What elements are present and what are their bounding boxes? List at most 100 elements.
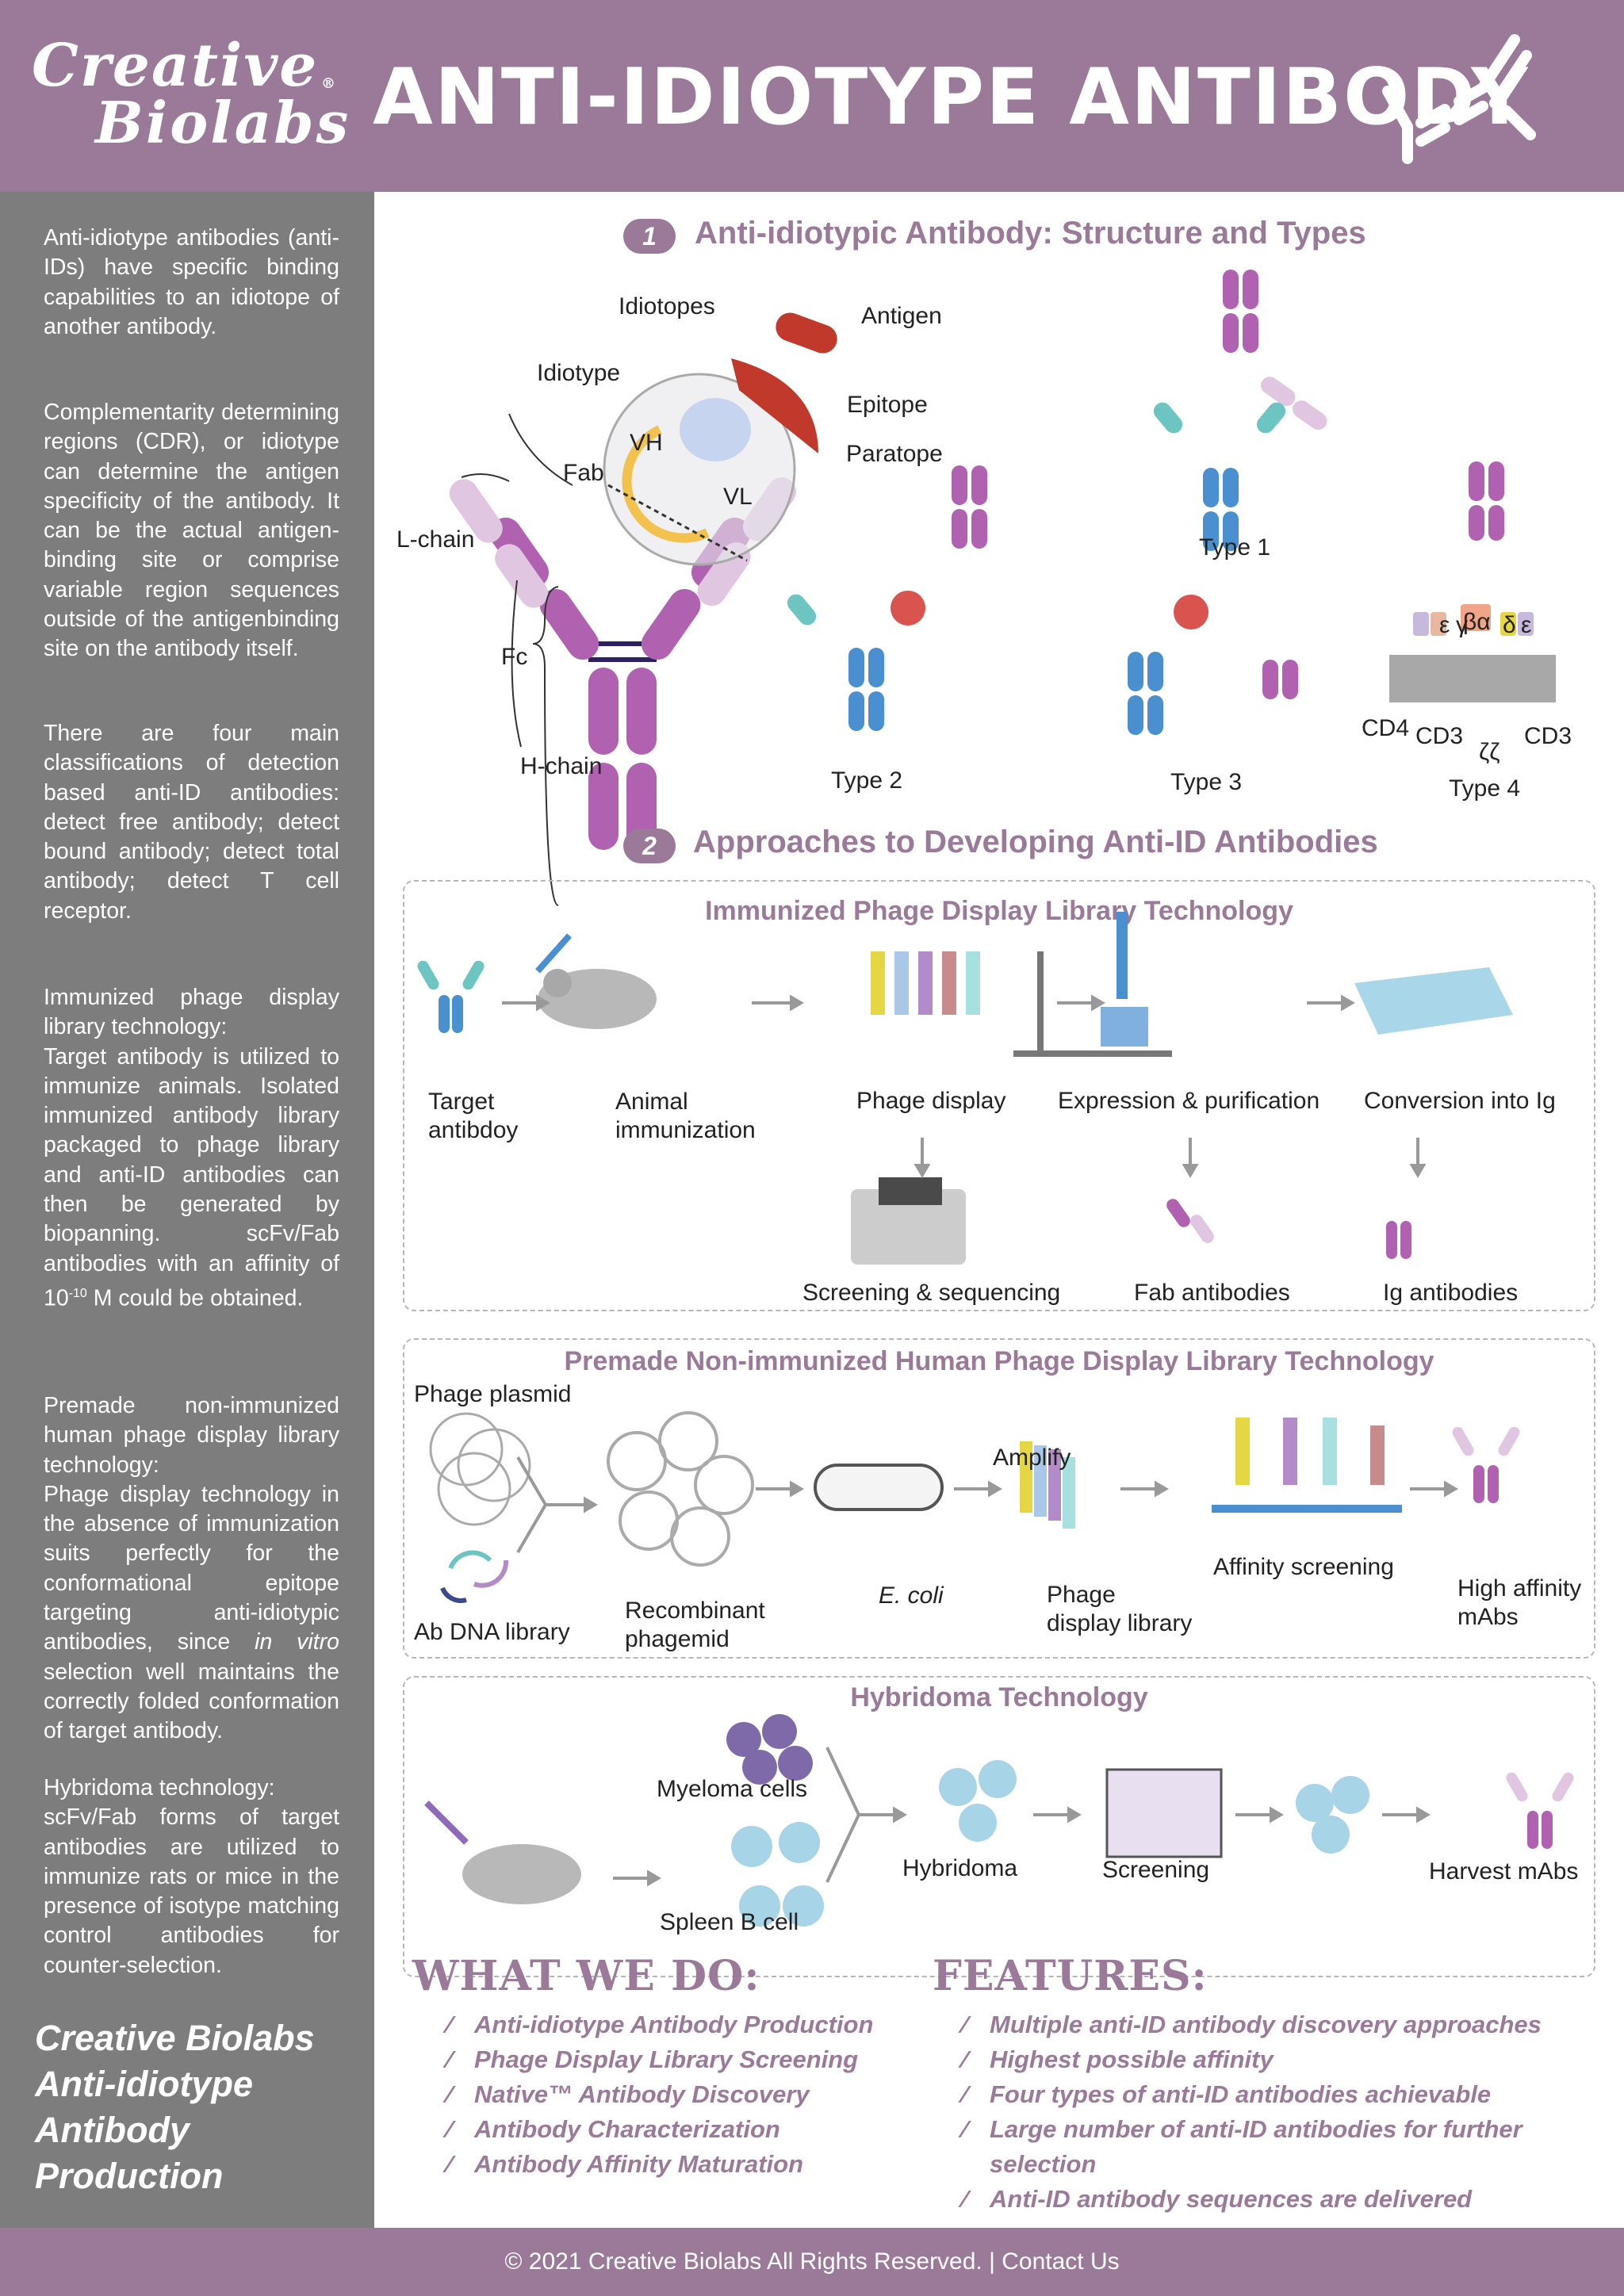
- box2-title: Premade Non-immunized Human Phage Displa…: [564, 1346, 1434, 1376]
- mouse-icon: [538, 969, 657, 1029]
- phage-display-icon: [871, 951, 980, 1015]
- label-hchain: H-chain: [520, 753, 603, 779]
- what-we-do-item[interactable]: ⁄Antibody Characterization: [447, 2112, 891, 2147]
- sidebar-hybridoma: Hybridoma technology: scFv/Fab forms of …: [44, 1774, 339, 1980]
- well-plate-icon: [1354, 967, 1513, 1035]
- label-ecoli: E. coli: [879, 1582, 944, 1609]
- expression-apparatus-icon: [1013, 912, 1172, 1057]
- ig-antibody-icon: [1386, 1221, 1411, 1259]
- type4-diagram: [1389, 461, 1556, 702]
- label-epitope: Epitope: [847, 392, 928, 418]
- label-cd3-right: CD3: [1524, 723, 1572, 749]
- antigen-capsule: [776, 312, 837, 354]
- features-item-label: Anti-ID antibody sequences are delivered: [990, 2185, 1473, 2213]
- label-fab-antibodies: Fab antibodies: [1134, 1280, 1290, 1306]
- bullet-icon: ⁄: [447, 2150, 452, 2178]
- what-we-do-item[interactable]: ⁄Phage Display Library Screening: [447, 2042, 891, 2077]
- features-item-label: Highest possible affinity: [990, 2045, 1274, 2073]
- affinity-screening-icon: [1212, 1418, 1402, 1513]
- label-cd4: CD4: [1362, 715, 1410, 741]
- sidebar-immunized-sup: -10: [68, 1286, 87, 1300]
- bullet-icon: ⁄: [963, 2185, 967, 2213]
- label-vh: VH: [630, 430, 663, 456]
- sidebar-premade-italic: in vitro: [255, 1629, 339, 1655]
- what-we-do-item[interactable]: ⁄ Anti-idiotype Antibody Production: [447, 2007, 891, 2042]
- fab-antibody-icon: [1166, 1199, 1214, 1243]
- bullet-icon: ⁄: [447, 2011, 452, 2038]
- what-we-do-item-label: Anti-idiotype Antibody Production: [474, 2011, 874, 2038]
- bullet-icon: ⁄: [447, 2080, 452, 2108]
- what-we-do-item[interactable]: ⁄Native™ Antibody Discovery: [447, 2077, 891, 2112]
- type2-diagram: [787, 465, 987, 731]
- sidebar-immunized: Immunized phage display library technolo…: [44, 983, 339, 1314]
- paratope-arc: [622, 425, 710, 543]
- sidebar-immunized-body: Target antibody is utilized to immunize …: [44, 1043, 339, 1311]
- label-beta-alpha: βα: [1463, 609, 1491, 635]
- label-amplify: Amplify: [993, 1445, 1071, 1471]
- label-recombinant-phagemid: Recombinant phagemid: [625, 1598, 765, 1652]
- sequencer-icon: [851, 1177, 966, 1265]
- section2-title: Approaches to Developing Anti-ID Antibod…: [693, 825, 1378, 859]
- label-phage-display-library: Phage display library: [1047, 1582, 1193, 1636]
- label-target-antibody: Target antibdoy: [428, 1089, 519, 1143]
- label-gamma: γ: [1456, 612, 1468, 638]
- company-logo[interactable]: Creative Biolabs ®: [32, 32, 348, 166]
- target-antibody-icon: [417, 960, 485, 1033]
- box1-flow-graphics: [417, 912, 1513, 1265]
- logo-line1: Creative: [32, 32, 319, 100]
- what-we-do-item-label: Antibody Characterization: [474, 2115, 780, 2143]
- label-eps1: ε: [1439, 612, 1450, 638]
- sidebar-hybridoma-head: Hybridoma technology:: [44, 1775, 275, 1800]
- label-zeta: ζζ: [1479, 739, 1500, 765]
- label-delta: δ: [1503, 612, 1516, 638]
- features-item: ⁄ Anti-ID antibody sequences are delivere…: [963, 2182, 1581, 2217]
- hybridoma-mouse-icon: [424, 1800, 581, 1904]
- high-affinity-mab-icon: [1452, 1426, 1520, 1503]
- what-we-do-item-label: Antibody Affinity Maturation: [474, 2150, 804, 2178]
- box3-title: Hybridoma Technology: [850, 1682, 1148, 1712]
- label-idiotype: Idiotype: [537, 360, 621, 386]
- sidebar-premade-body2: selection well maintains the correctly f…: [44, 1659, 339, 1744]
- box1-title: Immunized Phage Display Library Technolo…: [705, 896, 1293, 926]
- what-we-do-title: WHAT WE DO:: [412, 1952, 760, 2000]
- box-immunized-phage: Immunized Phage Display Library Technolo…: [403, 880, 1595, 1311]
- sidebar: Anti-idiotype antibodies (anti-IDs) have…: [0, 192, 374, 2228]
- box3-flow-graphics: [424, 1714, 1574, 1927]
- features-item: ⁄ Highest possible affinity: [963, 2042, 1581, 2077]
- label-paratope: Paratope: [846, 441, 943, 467]
- bullet-icon: ⁄: [447, 2045, 452, 2073]
- features-item: ⁄Multiple anti-ID antibody discovery app…: [963, 2007, 1581, 2042]
- sidebar-immunized-head: Immunized phage display library technolo…: [44, 985, 339, 1040]
- sidebar-premade-head: Premade non-immunized human phage displa…: [44, 1393, 339, 1478]
- screening-plate-icon: [1105, 1768, 1223, 1858]
- label-affinity-screening: Affinity screening: [1213, 1554, 1394, 1580]
- label-spleen-b-cell: Spleen B cell: [660, 1909, 799, 1935]
- page-title: ANTI-IDIOTYPE ANTIBODY: [373, 52, 1530, 143]
- label-hybridoma: Hybridoma: [902, 1855, 1018, 1881]
- bullet-icon: ⁄: [963, 2045, 967, 2073]
- label-type4: Type 4: [1449, 775, 1521, 802]
- label-animal-immunization: Animal immunization: [615, 1089, 756, 1143]
- sidebar-hybridoma-body: scFv/Fab forms of target antibodies are …: [44, 1804, 339, 1978]
- label-expression: Expression & purification: [1058, 1088, 1320, 1114]
- label-antigen: Antigen: [861, 303, 942, 329]
- sidebar-cdr: Complementarity determining regions (CDR…: [44, 400, 339, 662]
- sidebar-classifications: There are four main classifications of d…: [44, 721, 339, 924]
- type1-diagram: [1153, 270, 1327, 551]
- main-content: 1 Anti-idiotypic Antibody: Structure and…: [374, 192, 1624, 2228]
- what-we-do-item[interactable]: ⁄ Antibody Affinity Maturation: [447, 2147, 891, 2182]
- phage-plasmid-icon: [429, 1412, 531, 1526]
- footer: © 2021 Creative Biolabs All Rights Reser…: [0, 2228, 1624, 2296]
- label-high-affinity-mabs: High affinity mAbs: [1457, 1575, 1582, 1630]
- logo-registered: ®: [321, 75, 335, 92]
- bullet-icon: ⁄: [963, 2080, 967, 2108]
- label-eps2: ε: [1521, 612, 1532, 638]
- myeloma-cells-icon: [726, 1714, 813, 1785]
- antigen-shape: [731, 358, 818, 453]
- features-title: FEATURES:: [933, 1952, 1208, 2000]
- section2-number: 2: [623, 828, 676, 863]
- sidebar-premade: Premade non-immunized human phage displa…: [44, 1391, 339, 1747]
- bullet-icon: ⁄: [963, 2115, 967, 2143]
- label-fc: Fc: [501, 644, 528, 670]
- footer-text[interactable]: © 2021 Creative Biolabs All Rights Reser…: [504, 2248, 1120, 2275]
